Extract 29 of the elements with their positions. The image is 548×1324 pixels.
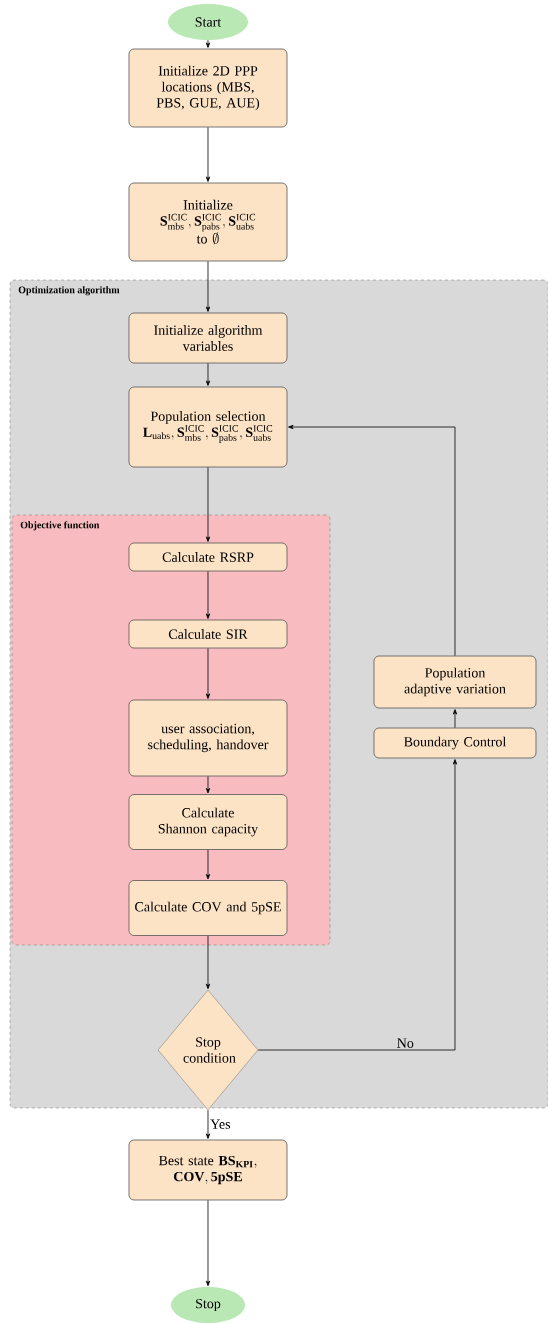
process-box: Initialize $\mathbf{S}^{\mathrm{ICIC}}_{\mathrm{mbs}},\allowbreak\mathbf{S}^{\mathrm{ICIC}}_{\mathrm{pabs}},\allowbreak\mathbf{S}^{\mathrm{ICIC}}_{\mathrm{uabs}}$ $\text{to }\emptyset$ xyxy=(128,182,288,262)
process-box: Initialize 2D PPP locations (MBS, PBS, GUE, AUE) xyxy=(128,48,288,128)
process-box: Calculate COV and 5pSE xyxy=(128,880,288,936)
arrow xyxy=(288,424,456,656)
arrow xyxy=(205,849,211,880)
arrow xyxy=(205,776,211,794)
arrow xyxy=(205,648,211,699)
arrow xyxy=(205,571,211,619)
arrow xyxy=(452,709,458,728)
process-box: Boundary Control xyxy=(373,727,537,759)
process-box: $\text{Best state }\mathbf{BS}_{\mathbf{KPI}},\allowbreak\mathbf{COV},\allowbreak\mathbf{5pSE}$ xyxy=(128,1139,288,1201)
process-box: Population adaptive variation xyxy=(373,655,537,709)
arrow xyxy=(257,759,458,1051)
process-box: Initialize algorithm variables xyxy=(128,312,288,364)
arrow xyxy=(205,39,211,48)
arrow xyxy=(205,127,211,182)
arrow xyxy=(205,467,211,542)
process-box: Calculate SIR xyxy=(128,619,288,649)
process-box: Calculate Shannon capacity xyxy=(128,794,288,850)
edge-label: Yes xyxy=(210,1119,231,1129)
arrow xyxy=(205,1200,211,1287)
arrow xyxy=(205,363,211,386)
process-box: Population selection $\mathbf{L}_{\mathrm{uabs}},\allowbreak\mathbf{S}^{\mathrm{ICIC}}_{\mathrm{mbs}},\allowbreak\mathbf{S}^{\mathrm{ICIC}}_{\mathrm{pabs}},\allowbreak\mathbf{S}^{\mathrm{ICIC}}_{\mathrm{uabs}}$ xyxy=(128,386,288,468)
process-box: Calculate RSRP xyxy=(128,542,288,572)
edge-label: No xyxy=(397,1038,414,1048)
arrow xyxy=(205,261,211,312)
process-box: user association, scheduling, handover xyxy=(128,699,288,777)
arrow xyxy=(205,935,211,990)
arrow xyxy=(205,1109,211,1139)
